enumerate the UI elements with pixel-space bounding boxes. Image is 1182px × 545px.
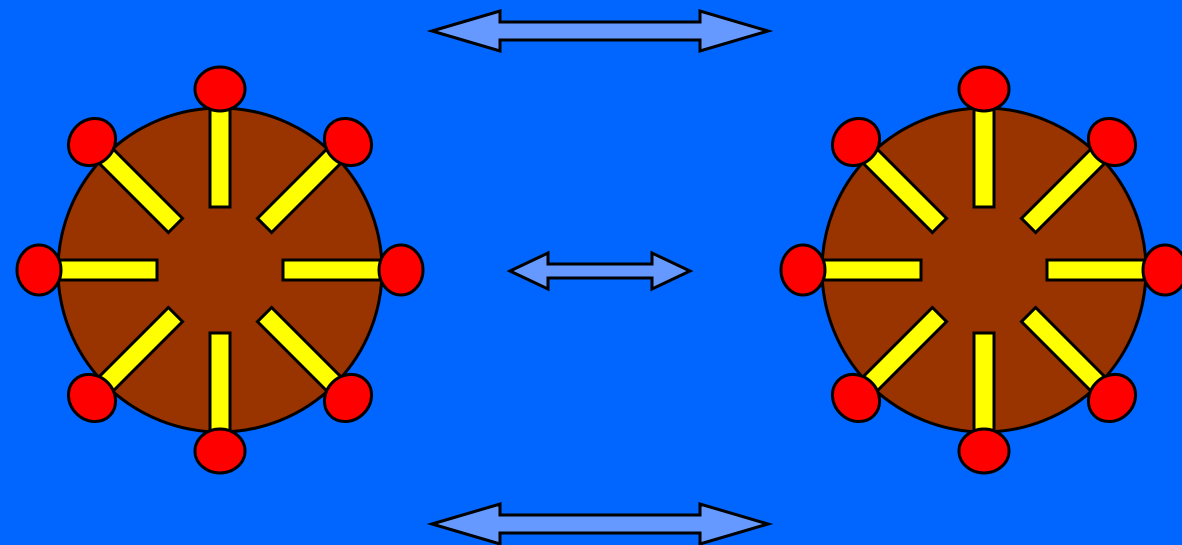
stick-head	[1086, 116, 1138, 168]
match-stick-right	[281, 243, 425, 297]
match-stick-down	[957, 331, 1011, 475]
stick-head	[193, 427, 247, 475]
stick-head	[830, 372, 882, 424]
stick-head	[779, 243, 827, 297]
stick-body	[820, 258, 923, 282]
bottom-arrow	[426, 501, 774, 545]
match-stick-down-right	[255, 305, 374, 424]
stick-head	[66, 372, 118, 424]
match-stick-up-right	[255, 116, 374, 235]
stick-body	[972, 106, 996, 209]
match-stick-down-left	[830, 305, 949, 424]
stick-head	[1141, 243, 1182, 297]
stick-body	[281, 258, 384, 282]
match-stick-down-right	[1019, 305, 1138, 424]
stick-body	[208, 106, 232, 209]
stick-head	[1086, 372, 1138, 424]
stick-head	[193, 65, 247, 113]
match-stick-down	[193, 331, 247, 475]
stick-body	[972, 331, 996, 434]
stick-head	[322, 116, 374, 168]
stick-head	[830, 116, 882, 168]
structures-layer	[15, 65, 1182, 475]
stick-body	[56, 258, 159, 282]
match-stick-up	[193, 65, 247, 209]
stick-head	[15, 243, 63, 297]
structure-left	[15, 65, 425, 475]
stick-body	[208, 331, 232, 434]
match-stick-up	[957, 65, 1011, 209]
match-stick-down-left	[66, 305, 185, 424]
match-stick-left	[779, 243, 923, 297]
match-stick-up-right	[1019, 116, 1138, 235]
stick-head	[322, 372, 374, 424]
match-stick-left	[15, 243, 159, 297]
stick-head	[957, 65, 1011, 113]
stick-head	[377, 243, 425, 297]
match-stick-up-left	[830, 116, 949, 235]
middle-arrow	[506, 250, 694, 292]
top-arrow	[426, 8, 774, 54]
match-stick-up-left	[66, 116, 185, 235]
structure-right	[779, 65, 1182, 475]
stick-head	[957, 427, 1011, 475]
arrows-layer	[426, 8, 774, 545]
stick-body	[1045, 258, 1148, 282]
stick-head	[66, 116, 118, 168]
match-stick-right	[1045, 243, 1182, 297]
